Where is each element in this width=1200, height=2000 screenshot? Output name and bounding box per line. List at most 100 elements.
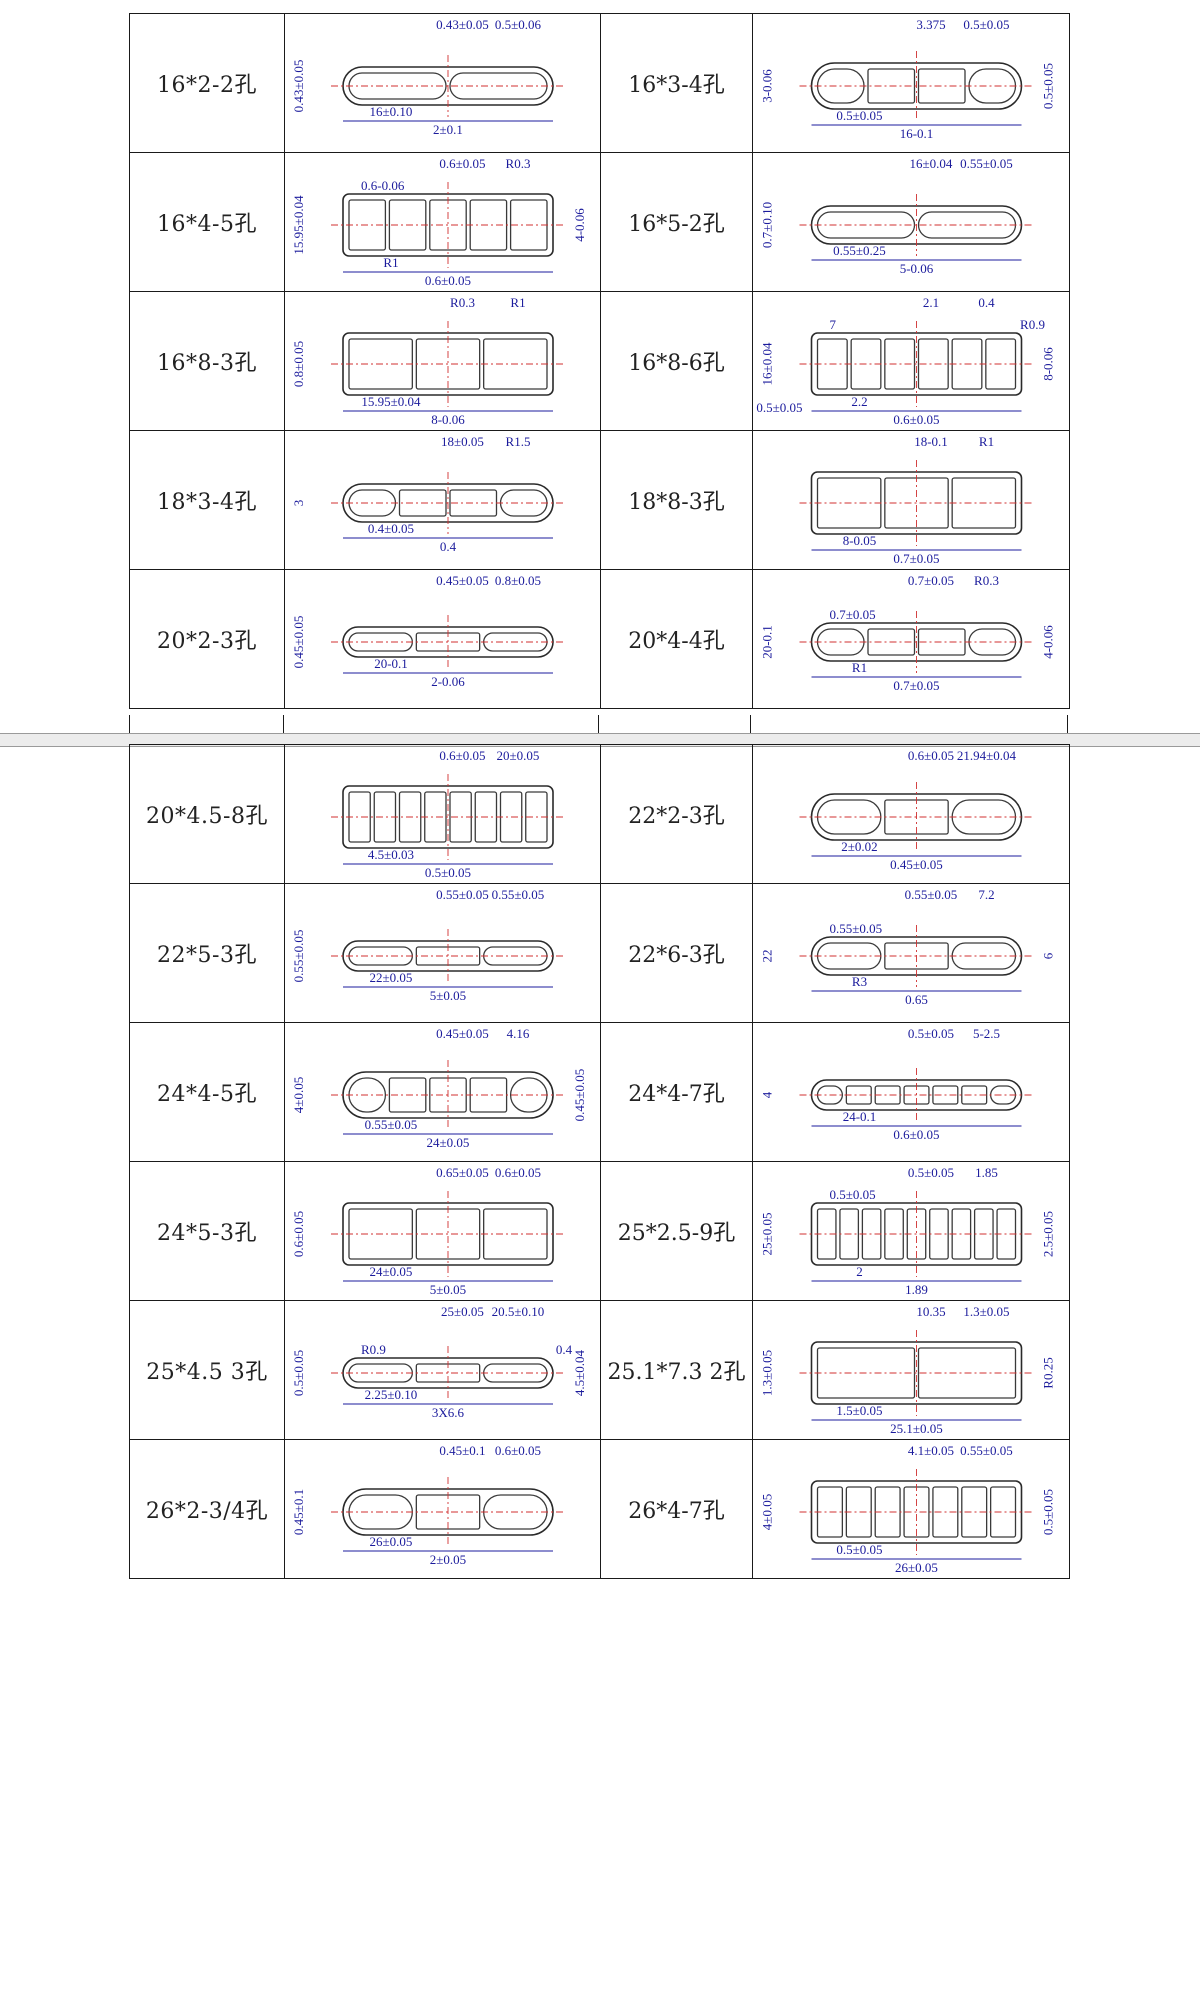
dimension-label: 0.6-0.06 bbox=[361, 178, 405, 193]
dimension-label: 8-0.05 bbox=[843, 533, 877, 548]
dimension-label: 0.4 bbox=[440, 539, 457, 554]
dimension-label: 2.25±0.10 bbox=[365, 1387, 418, 1402]
hole-outline bbox=[398, 791, 422, 843]
dimension-label: 0.5±0.05 bbox=[1041, 63, 1056, 109]
dimension-label: 0.5±0.05 bbox=[908, 1165, 954, 1180]
dimension-label: 2.5±0.05 bbox=[1041, 1211, 1056, 1257]
dimension-label: 0.6±0.05 bbox=[495, 1443, 541, 1458]
part-drawing: 3.375 0.5±0.05 0.5±0.05 16-0.1 3-0.06 0.5±0.0… bbox=[760, 17, 1056, 141]
dimension-label: 0.55±0.25 bbox=[833, 243, 886, 258]
dimension-label: 24-0.1 bbox=[843, 1109, 877, 1124]
dimension-label: 0.55±0.05 bbox=[830, 921, 883, 936]
dimension-label: 16±0.04 bbox=[760, 342, 775, 385]
dimension-label: 24±0.05 bbox=[370, 1264, 413, 1279]
dimension-label: 22±0.05 bbox=[370, 970, 413, 985]
dimension-label: R1 bbox=[383, 255, 398, 270]
dimension-label: 20-0.1 bbox=[760, 625, 775, 659]
dimension-label: 0.43±0.05 bbox=[436, 17, 489, 32]
part-name: 22*5-3孔 bbox=[129, 883, 285, 1023]
dimension-label: R1.5 bbox=[506, 434, 531, 449]
dimension-label: 7 bbox=[830, 317, 837, 332]
dimension-label: 2±0.1 bbox=[433, 122, 463, 137]
dimension-label: 3-0.06 bbox=[760, 69, 775, 103]
dimension-label: 5-2.5 bbox=[973, 1026, 1000, 1041]
part-name: 16*8-6孔 bbox=[600, 291, 753, 431]
table-border-stub bbox=[283, 715, 284, 733]
dimension-label: R3 bbox=[852, 974, 867, 989]
dimension-label: 0.55±0.05 bbox=[960, 1443, 1013, 1458]
part-name: 20*4-4孔 bbox=[600, 569, 753, 709]
dimension-label: 4.1±0.05 bbox=[908, 1443, 954, 1458]
dimension-label: 2±0.02 bbox=[841, 839, 877, 854]
part-name: 16*4-5孔 bbox=[129, 152, 285, 292]
dimension-label: 4.5±0.03 bbox=[368, 847, 414, 862]
dimension-label: 16-0.1 bbox=[900, 126, 934, 141]
dimension-label: 4.16 bbox=[507, 1026, 530, 1041]
dimension-label: 1.89 bbox=[905, 1282, 928, 1297]
dimension-label: 2.2 bbox=[851, 394, 867, 409]
dimension-label: 1.5±0.05 bbox=[836, 1403, 882, 1418]
dimension-label: 0.45±0.05 bbox=[572, 1069, 587, 1122]
dimension-label: 0.7±0.05 bbox=[830, 607, 876, 622]
dimension-label: 0.4±0.05 bbox=[368, 521, 414, 536]
dimension-label: 3.375 bbox=[916, 17, 945, 32]
dimension-label: 4 bbox=[760, 1091, 775, 1098]
part-name: 25.1*7.3 2孔 bbox=[600, 1300, 753, 1440]
dimension-label: 0.5±0.05 bbox=[756, 400, 802, 415]
dimension-label: 0.6±0.05 bbox=[908, 748, 954, 763]
dimension-label: 0.45±0.05 bbox=[890, 857, 943, 872]
drawing-cell: 3.375 0.5±0.05 0.5±0.05 16-0.1 3-0.06 0.5±0.0… bbox=[752, 13, 1070, 153]
dimension-label: 8-0.06 bbox=[431, 412, 465, 427]
dimension-label: 0.6±0.05 bbox=[439, 748, 485, 763]
dimension-label: 0.5±0.05 bbox=[963, 17, 1009, 32]
part-name: 24*4-7孔 bbox=[600, 1022, 753, 1162]
hole-outline bbox=[932, 1486, 959, 1538]
dimension-label: 0.65±0.05 bbox=[436, 1165, 489, 1180]
dimension-label: 3X6.6 bbox=[432, 1405, 465, 1420]
dimension-label: 24±0.05 bbox=[427, 1135, 470, 1150]
dimension-label: 1.85 bbox=[975, 1165, 998, 1180]
dimension-label: 0.8±0.05 bbox=[291, 341, 306, 387]
dimension-label: 0.6±0.05 bbox=[495, 1165, 541, 1180]
dimension-label: 0.5±0.06 bbox=[495, 17, 542, 32]
dimension-label: 0.5±0.05 bbox=[425, 865, 471, 880]
dimension-label: 0.5±0.05 bbox=[291, 1350, 306, 1396]
dimension-label: 0.5±0.05 bbox=[1041, 1489, 1056, 1535]
part-name: 16*8-3孔 bbox=[129, 291, 285, 431]
dimension-label: R0.9 bbox=[1020, 317, 1045, 332]
dimension-label: 0.43±0.05 bbox=[291, 60, 306, 113]
dimension-label: 0.55±0.05 bbox=[365, 1117, 418, 1132]
dimension-label: 0.5±0.05 bbox=[836, 108, 882, 123]
dimension-label: R0.25 bbox=[1041, 1357, 1056, 1388]
part-name: 16*2-2孔 bbox=[129, 13, 285, 153]
dimension-label: 2.1 bbox=[923, 295, 939, 310]
dimension-label: 0.55±0.05 bbox=[291, 930, 306, 983]
